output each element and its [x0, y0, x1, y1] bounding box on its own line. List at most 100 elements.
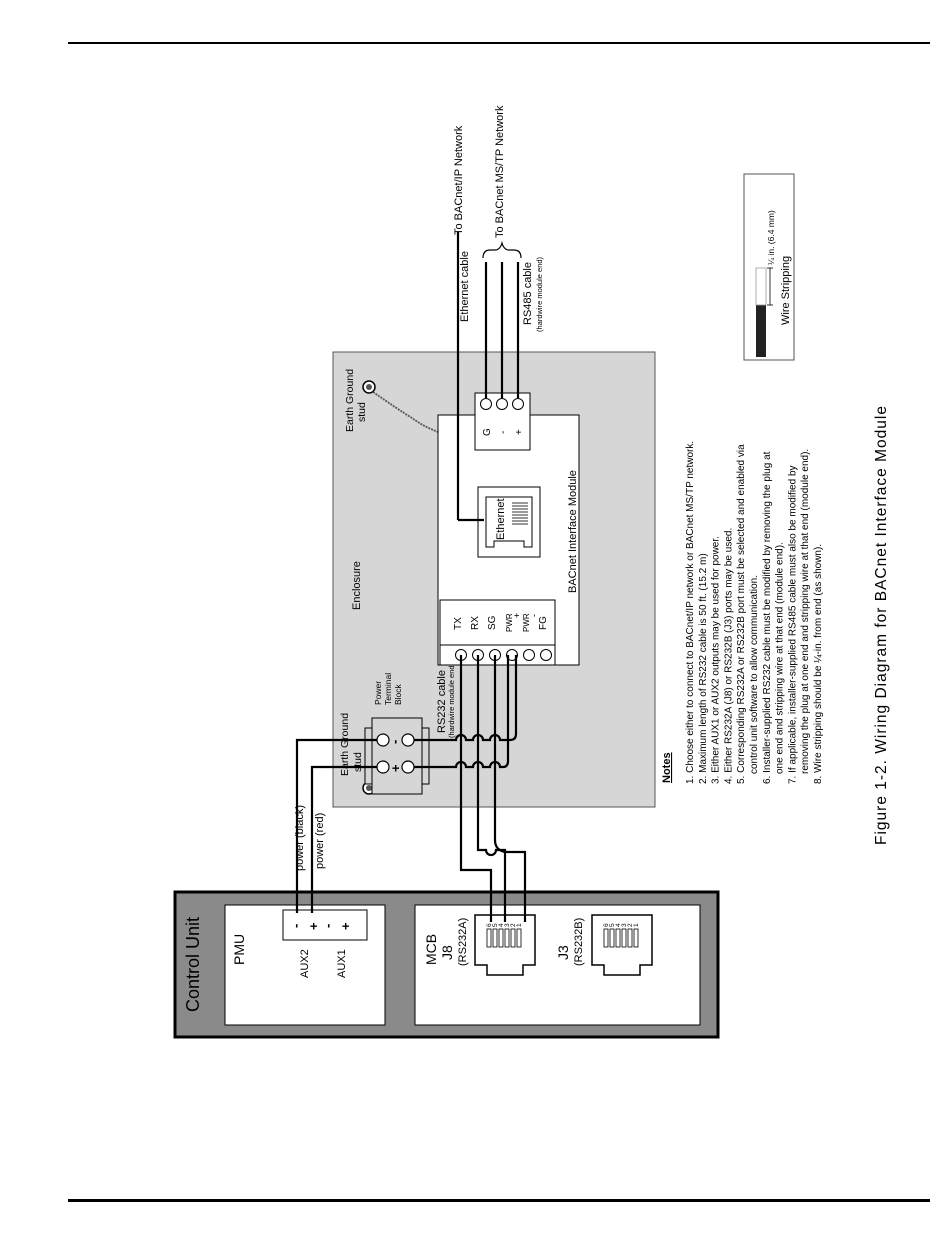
ethernet-jack: Ethernet: [477, 486, 541, 558]
control-unit-title: Control Unit: [183, 917, 203, 1012]
note-line-5: control unit software to allow communica…: [749, 575, 760, 774]
control-unit: Control Unit PMU AUX2 AUX1 - + - + MCB J…: [173, 890, 720, 1039]
power-red-wire: [310, 765, 377, 913]
terminal-screw-4: [523, 649, 535, 661]
aux1-label: AUX1: [336, 949, 348, 978]
aux2-plus: +: [306, 922, 321, 930]
j8-sub-label: (RS232A): [457, 918, 469, 966]
notes: Notes 1. Choose either to connect to BAC…: [661, 441, 824, 784]
power-red-label: power (red): [314, 813, 326, 869]
stripping-dimension: ¼ in. (6.4 mm): [766, 210, 776, 265]
rs485-term-minus: -: [498, 431, 509, 434]
note-line-7: one end and stripping wire at that end (…: [775, 542, 786, 774]
aux2-label: AUX2: [299, 949, 311, 978]
j8-pin-label-3: 3: [504, 923, 511, 927]
ethernet-cable-label: Ethernet cable: [459, 251, 471, 322]
ptb-label-line1: Power: [373, 681, 383, 705]
j3-pin-label-5: 5: [609, 923, 616, 927]
note-line-0: 1. Choose either to connect to BACnet/IP…: [685, 441, 696, 784]
pmu-label: PMU: [231, 934, 247, 965]
rs485-brace: [482, 240, 522, 259]
power-black-wire: [295, 738, 377, 913]
module-label: BACnet Interface Module: [567, 470, 579, 593]
module-terminal-sg-2: SG: [487, 615, 498, 630]
j8-pin-1: [516, 928, 522, 948]
j8-pin-label-1: 1: [516, 923, 523, 927]
j3-label: J3: [555, 945, 571, 960]
earth-ground-right-line2: stud: [356, 402, 368, 422]
aux2-minus: -: [288, 924, 303, 928]
j3-pin-label-1: 1: [633, 923, 640, 927]
ethernet-jack-label: Ethernet: [495, 498, 507, 540]
j3-pin-1: [633, 928, 639, 948]
rs485-cable-sub: (hardwire module end): [535, 256, 544, 332]
rs232-tx-wire: [459, 655, 493, 922]
rs485-term-g: G: [482, 428, 493, 436]
wire-stripping-box: ¼ in. (6.4 mm) Wire Stripping: [743, 173, 795, 361]
note-line-6: 6. Installer-supplied RS232 cable must b…: [762, 451, 773, 784]
note-line-8: 7. If applicable, installer-supplied RS4…: [787, 465, 798, 784]
ground-wire: [372, 391, 439, 433]
earth-ground-right-line1: Earth Ground: [344, 369, 356, 432]
figure-caption: Figure 1-2. Wiring Diagram for BACnet In…: [873, 405, 890, 845]
ptb-to-pwr-plus: [414, 655, 510, 769]
ethernet-wire: [456, 232, 484, 522]
terminal-screw-3: [506, 649, 518, 661]
j8-pin-label-2: 2: [510, 923, 517, 927]
j8-label: J8: [439, 945, 455, 960]
ptb-label-line2: Terminal: [383, 673, 393, 705]
module-terminal-fg-5: FG: [538, 616, 549, 630]
ptb-to-pwr-minus: [414, 655, 518, 742]
j3-pin-6: [603, 928, 609, 948]
rs485-term-plus: +: [514, 429, 525, 435]
power-black-label: power (black): [294, 805, 306, 871]
module-terminal-pwr-3: PWR: [505, 613, 514, 632]
note-line-10: 8. Wire stripping should be ¼-in. from e…: [812, 544, 824, 784]
to-bacnet-ip-label: To BACnet/IP Network: [453, 125, 465, 235]
note-line-4: 5. Corresponding RS232A or RS232B port m…: [736, 444, 747, 784]
j8-pin-5: [492, 928, 498, 948]
aux-terminal-strip: [282, 909, 368, 941]
notes-title: Notes: [661, 752, 673, 783]
pwr-minus-sign: -: [529, 614, 539, 617]
note-line-9: removing the plug at one end and strippi…: [800, 449, 811, 774]
earth-ground-left-line1: Earth Ground: [339, 713, 351, 776]
note-line-3: 4. Either RS232A (J8) or RS232B (J3) por…: [723, 528, 734, 784]
bottom-rule: [68, 1199, 930, 1202]
rs485-cable-label: RS485 cable: [522, 262, 534, 325]
ptb-plus: +: [388, 764, 403, 772]
j8-pin-2: [510, 928, 516, 948]
j3-pin-label-4: 4: [615, 923, 622, 927]
earth-ground-left-line2: stud: [352, 752, 364, 772]
j3-pin-5: [609, 928, 615, 948]
j3-pin-4: [615, 928, 621, 948]
module-terminal-pwr-4: PWR: [522, 613, 531, 632]
j8-pin-label-5: 5: [492, 923, 499, 927]
ptb-minus: -: [387, 740, 402, 744]
aux1-plus: +: [338, 922, 353, 930]
j3-pin-label-2: 2: [627, 923, 634, 927]
rs232-rx-wire: [476, 655, 507, 922]
j3-pin-label-3: 3: [621, 923, 628, 927]
rs485-terminal-strip: G - +: [474, 392, 531, 451]
j8-pin-6: [486, 928, 492, 948]
to-bacnet-mstp-label: To BACnet MS/TP Network: [494, 105, 506, 238]
j8-pin-3: [504, 928, 510, 948]
terminal-screw-5: [540, 649, 552, 661]
j3-sub-label: (RS232B): [573, 918, 585, 966]
j8-pin-4: [498, 928, 504, 948]
enclosure-label: Enclosure: [351, 561, 363, 610]
module-terminal-tx-0: TX: [453, 617, 464, 630]
stripping-title: Wire Stripping: [780, 256, 792, 325]
wiring: [295, 232, 527, 922]
power-terminal-block: - +: [364, 717, 430, 795]
mcb-label: MCB: [423, 934, 439, 965]
note-line-1: 2. Maximum length of RS232 cable is 50 f…: [698, 553, 709, 784]
j3-pin-3: [621, 928, 627, 948]
rs232-cable-label: RS232 cable: [436, 670, 448, 733]
pwr-plus-sign: +: [512, 613, 522, 618]
